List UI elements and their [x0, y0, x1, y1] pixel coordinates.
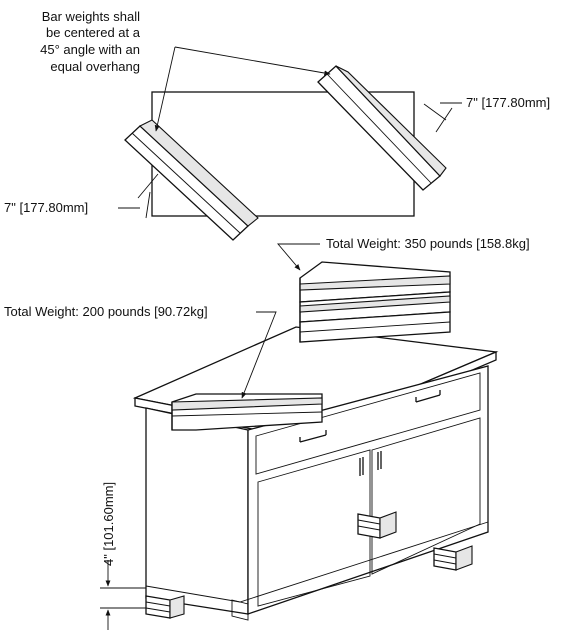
- support-block-front-left: [145, 595, 185, 619]
- door-handle-right: [377, 451, 382, 470]
- note-line-4: equal overhang: [50, 59, 140, 74]
- stacked-bar-weights: [299, 261, 451, 343]
- height-label: 4" [101.60mm]: [101, 482, 116, 566]
- bar-weight-left-plan: [124, 119, 259, 241]
- door-handle-left: [359, 457, 364, 476]
- leader-200: [241, 311, 277, 399]
- support-block-back-center: [357, 511, 397, 539]
- note-leader-left: [154, 46, 176, 132]
- overhang-label-right: 7" [177.80mm]: [466, 95, 550, 110]
- note-line-3: 45° angle with an: [40, 42, 140, 57]
- overhang-label-left: 7" [177.80mm]: [4, 200, 88, 215]
- single-bar-weight: [171, 393, 323, 431]
- leader-350: [277, 243, 320, 271]
- note-leader-right: [174, 46, 331, 76]
- cabinet-door-left: [257, 449, 371, 607]
- bar-weight-right-plan: [317, 65, 447, 191]
- top-plan-view: Bar weights shall be centered at a 45° a…: [4, 9, 550, 241]
- cabinet-front-face: [247, 365, 489, 615]
- drawer-front: [255, 372, 481, 475]
- note-line-1: Bar weights shall: [42, 9, 140, 24]
- cabinet-left-face: [145, 407, 249, 615]
- weight-label-200: Total Weight: 200 pounds [90.72kg]: [4, 304, 208, 319]
- overhang-dimension-right: [423, 102, 462, 133]
- note-line-2: be centered at a: [46, 25, 141, 40]
- drawer-handle-2: [415, 390, 441, 403]
- drawer-handle-1: [299, 430, 327, 443]
- weight-label-350: Total Weight: 350 pounds [158.8kg]: [326, 236, 530, 251]
- base-plinth: [231, 599, 249, 621]
- cabinet-isometric-view: Total Weight: 350 pounds [158.8kg] Total…: [4, 236, 530, 630]
- support-block-front-right: [433, 545, 473, 571]
- height-dimension: [100, 560, 146, 630]
- overhang-dimension-left: [118, 173, 159, 219]
